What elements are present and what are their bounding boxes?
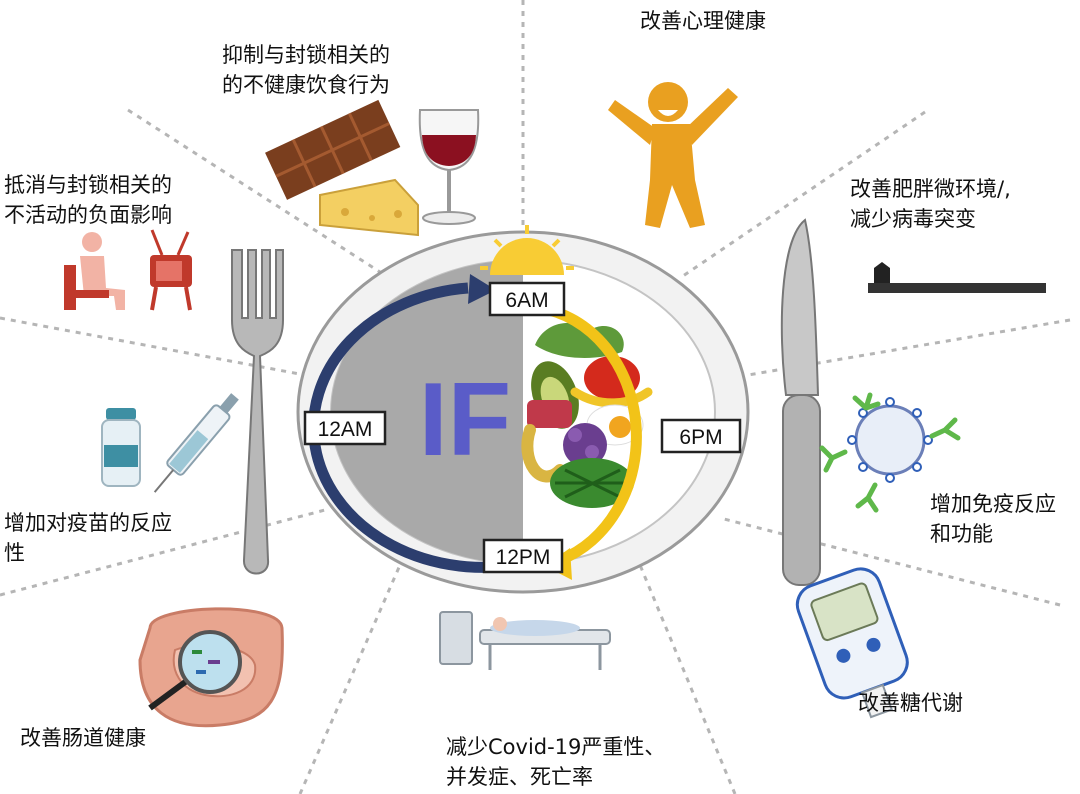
time-12pm: 12PM — [482, 538, 564, 574]
time-6am-label: 6AM — [505, 289, 548, 312]
time-6am: 6AM — [488, 281, 566, 317]
benefit-glucose-metabolism: 改善糖代谢 — [858, 691, 963, 715]
benefit-mental-health: 改善心理健康 — [640, 9, 766, 33]
night-arc — [308, 274, 516, 573]
sun-icon — [480, 225, 574, 275]
inactivity-icon — [64, 229, 192, 311]
intestine-icon — [138, 607, 284, 728]
time-6pm: 6PM — [660, 418, 742, 454]
vaccine-icon — [101, 393, 239, 493]
wine-glass-icon — [418, 109, 480, 225]
happy-person-icon — [608, 82, 738, 228]
benefit-eating-behavior: 抑制与封锁相关的 的不健康饮食行为 — [222, 43, 390, 97]
benefit-covid-severity: 减少Covid-19严重性、 并发症、死亡率 — [446, 735, 666, 789]
glucose-meter-icon — [795, 567, 909, 719]
benefit-gut-health: 改善肠道健康 — [20, 726, 146, 750]
time-12am-label: 12AM — [318, 418, 373, 441]
benefit-immune-response: 增加免疫反应 和功能 — [930, 492, 1056, 546]
hospital-bed-icon — [439, 611, 611, 670]
benefit-obesity-microenvironment: 改善肥胖微环境/, 减少病毒突变 — [850, 177, 1011, 231]
fork-icon — [231, 249, 284, 575]
chocolate-bar-icon — [265, 99, 401, 200]
mutation-bar-icon — [868, 262, 1046, 293]
benefit-inactivity: 抵消与封锁相关的 不活动的负面影响 — [4, 173, 172, 227]
benefit-vaccine-response: 增加对疫苗的反应 性 — [4, 511, 172, 565]
time-6pm-label: 6PM — [679, 426, 722, 449]
time-12pm-label: 12PM — [496, 546, 551, 569]
time-12am: 12AM — [303, 410, 387, 446]
cheese-icon — [319, 178, 419, 237]
antibody-virus-icon — [819, 392, 961, 513]
knife-icon — [780, 218, 821, 586]
if-label: IF — [419, 362, 511, 478]
